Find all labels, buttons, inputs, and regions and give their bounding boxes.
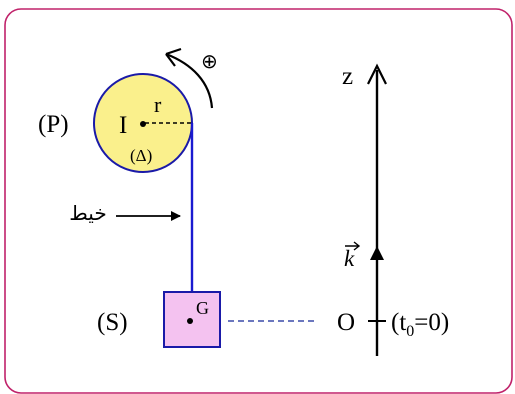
unit-vector-arrowhead bbox=[370, 246, 384, 260]
initial-time-label: (t0=0) bbox=[391, 309, 449, 340]
pulley-center-label: I bbox=[119, 112, 127, 139]
solid-center-dot bbox=[187, 318, 193, 324]
pulley-label: (P) bbox=[38, 111, 69, 138]
solid-label: (S) bbox=[97, 309, 128, 336]
unit-vector-label: k bbox=[344, 246, 355, 271]
rotation-positive-symbol: ⊕ bbox=[201, 49, 218, 73]
pulley-radius-label: r bbox=[154, 92, 162, 117]
z-axis-arrowhead bbox=[367, 63, 387, 85]
origin-label: O bbox=[337, 309, 355, 336]
rotation-arrow bbox=[165, 52, 214, 109]
pulley-center-dot bbox=[140, 121, 146, 127]
rotation-arrow-head bbox=[165, 47, 182, 67]
solid-center-label: G bbox=[196, 298, 209, 318]
diagram-frame bbox=[4, 8, 513, 394]
pulley-axis-label: (Δ) bbox=[130, 146, 152, 165]
unit-vector-overarrow bbox=[345, 241, 361, 251]
z-axis-label: z bbox=[342, 63, 353, 90]
string-label: خيط bbox=[69, 201, 106, 225]
